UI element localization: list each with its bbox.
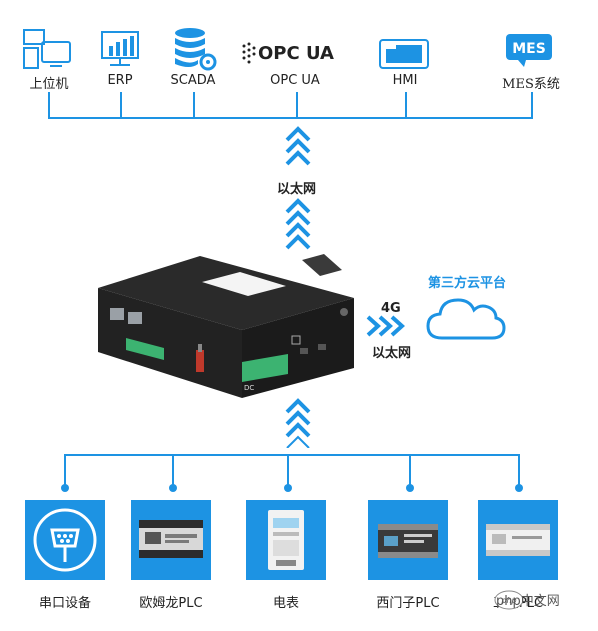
- top-node-label: MES系统: [502, 77, 560, 92]
- top-node-computer: [22, 28, 74, 72]
- top-node-mes: MES: [504, 32, 554, 68]
- opc-ua-logo-text: OPC UA: [258, 43, 334, 64]
- cloud-label: 第三方云平台: [428, 276, 507, 291]
- top-node-label: HMI: [392, 73, 418, 88]
- watermark: php php中文网: [494, 586, 592, 614]
- mes-icon-text: MES: [512, 41, 546, 57]
- top-connector: [296, 92, 298, 118]
- serial-port-icon: [33, 508, 97, 572]
- bottom-connector-dot: [284, 484, 292, 492]
- bar-chart-icon: [101, 31, 139, 66]
- watermark-text: php中文网: [496, 594, 560, 609]
- bottom-node-label: 电表: [272, 596, 299, 611]
- top-node-hmi: [378, 38, 430, 70]
- downlink-arrow-icon: [285, 398, 311, 448]
- bottom-node-omron: [131, 500, 211, 580]
- top-node-label: SCADA: [170, 73, 216, 88]
- computer-icon: [23, 29, 71, 69]
- hmi-screen-icon: [379, 39, 429, 69]
- bottom-connector-dot: [61, 484, 69, 492]
- bottom-node-label: 串口设备: [38, 596, 91, 611]
- bottom-connector: [64, 454, 66, 488]
- top-connector: [193, 92, 195, 118]
- bottom-bus-line: [64, 454, 520, 456]
- opc-ua-logo-icon: OPC UA: [242, 42, 334, 64]
- svg-text:php: php: [500, 596, 516, 605]
- top-node-label: ERP: [107, 73, 133, 88]
- bottom-connector-dot: [169, 484, 177, 492]
- omron-plc-icon: [139, 520, 203, 558]
- top-node-label: OPC UA: [270, 73, 320, 88]
- mes-icon: MES: [506, 34, 552, 67]
- top-connector: [405, 92, 407, 118]
- uplink-label: 以太网: [277, 182, 317, 197]
- cloud-icon: [426, 298, 506, 340]
- top-node-opcua: OPC UA: [240, 40, 348, 64]
- sidelink-arrow-icon: [366, 315, 405, 337]
- sidelink-label-ethernet: 以太网: [372, 346, 412, 361]
- bottom-connector: [518, 454, 520, 488]
- bottom-node-label: 欧姆龙PLC: [139, 596, 203, 611]
- top-connector: [48, 92, 50, 118]
- top-node-erp: [100, 30, 142, 70]
- gateway-device-image: DC: [98, 254, 354, 398]
- bottom-connector: [287, 454, 289, 488]
- database-gear-icon: [175, 28, 217, 71]
- top-connector: [531, 92, 533, 118]
- bottom-connector: [172, 454, 174, 488]
- top-node-label: 上位机: [29, 77, 69, 92]
- top-bus-line: [48, 117, 533, 119]
- bottom-node-serial: [25, 500, 105, 580]
- uplink-arrow-icon: [285, 126, 311, 166]
- bottom-connector-dot: [406, 484, 414, 492]
- bottom-connector: [409, 454, 411, 488]
- siemens-plc-icon: [378, 524, 438, 558]
- mitsubishi-plc-icon: [486, 524, 550, 556]
- electric-meter-icon: [268, 510, 304, 570]
- bottom-node-meter: [246, 500, 326, 580]
- sidelink-label-4g: 4G: [381, 301, 401, 316]
- bottom-node-mitsubishi: [478, 500, 558, 580]
- bottom-connector-dot: [515, 484, 523, 492]
- top-connector: [120, 92, 122, 118]
- bottom-node-label: 西门子PLC: [376, 596, 440, 611]
- top-node-scada: [172, 26, 218, 72]
- php-watermark-logo-icon: php: [494, 590, 524, 610]
- uplink-arrow-icon: [285, 198, 311, 250]
- bottom-node-siemens: [368, 500, 448, 580]
- device-dc-label: DC: [244, 384, 254, 392]
